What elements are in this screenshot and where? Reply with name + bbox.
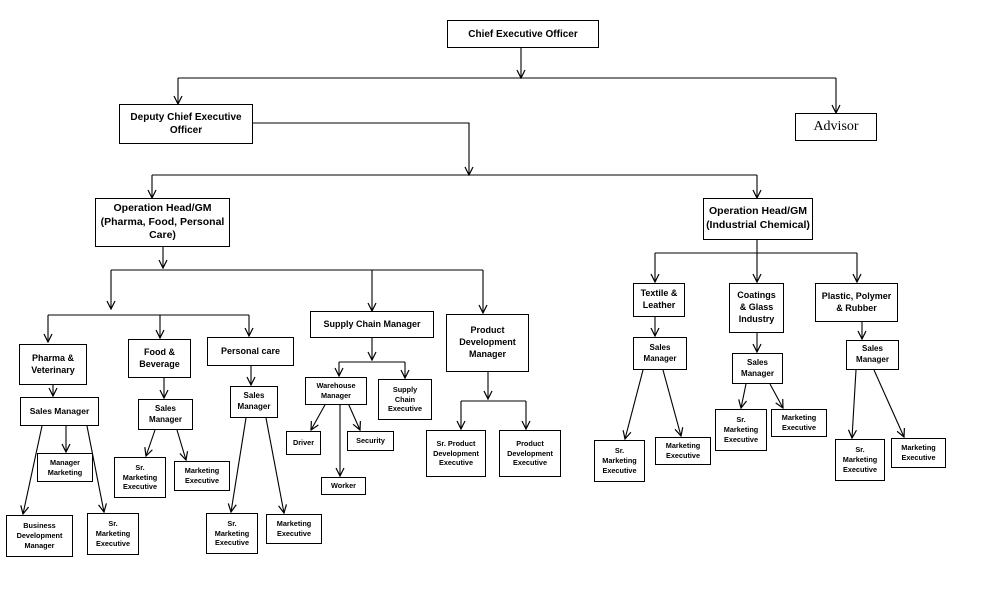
textile-sales-manager-box: Sales Manager — [633, 337, 687, 370]
food-sales-manager-box: Sales Manager — [138, 399, 193, 430]
textile-leather-box: Textile & Leather — [633, 283, 685, 317]
plastic-sales-manager-box: Sales Manager — [846, 340, 899, 370]
coatings-sales-manager-label: Sales Manager — [741, 357, 774, 378]
deputy-ceo-label: Deputy Chief Executive Officer — [130, 112, 242, 136]
driver-box: Driver — [286, 431, 321, 455]
plastic-sr-marketing-executive-box: Sr. Marketing Executive — [835, 439, 885, 481]
supply-chain-executive-box: Supply Chain Executive — [378, 379, 432, 420]
advisor-label: Advisor — [813, 118, 859, 134]
plastic-polymer-rubber-label: Plastic, Polymer & Rubber — [821, 290, 892, 313]
food-srme-label: Sr. Marketing Executive — [122, 462, 158, 492]
advisor-box: Advisor — [795, 113, 877, 141]
textile-sales-manager-label: Sales Manager — [643, 342, 677, 363]
coatings-me-label: Marketing Executive — [781, 413, 817, 432]
driver-label: Driver — [292, 438, 315, 448]
plastic-srme-label: Sr. Marketing Executive — [842, 445, 878, 474]
pharma-manager-marketing-box: Manager Marketing — [37, 453, 93, 482]
pc-sales-manager-label: Sales Manager — [237, 391, 271, 411]
textile-leather-label: Textile & Leather — [640, 288, 678, 310]
pharma-veterinary-box: Pharma & Veterinary — [19, 344, 87, 385]
personal-care-box: Personal care — [207, 337, 294, 366]
coatings-sales-manager-box: Sales Manager — [732, 353, 783, 384]
coatings-marketing-executive-box: Marketing Executive — [771, 409, 827, 437]
ceo-label: Chief Executive Officer — [468, 28, 578, 40]
food-beverage-box: Food & Beverage — [128, 339, 191, 378]
warehouse-manager-label: Warehouse Manager — [316, 381, 356, 400]
food-beverage-label: Food & Beverage — [139, 346, 180, 369]
plastic-me-label: Marketing Executive — [901, 443, 936, 462]
textile-srme-label: Sr. Marketing Executive — [602, 446, 637, 475]
personal-care-label: Personal care — [220, 345, 281, 356]
supply-chain-executive-label: Supply Chain Executive — [387, 384, 423, 414]
coatings-sr-marketing-executive-box: Sr. Marketing Executive — [715, 409, 767, 451]
operation-head-pfp-label: Operation Head/GM (Pharma, Food, Persona… — [100, 202, 225, 242]
deputy-ceo-box: Deputy Chief Executive Officer — [119, 104, 253, 144]
pc-sales-manager-box: Sales Manager — [230, 386, 278, 418]
coatings-glass-industry-box: Coatings & Glass Industry — [729, 283, 784, 333]
worker-label: Worker — [330, 481, 356, 491]
coatings-srme-label: Sr. Marketing Executive — [723, 415, 759, 444]
plastic-sales-manager-label: Sales Manager — [856, 344, 889, 364]
pharma-bdm-label: Business Development Manager — [16, 521, 63, 550]
plastic-marketing-executive-box: Marketing Executive — [891, 438, 946, 468]
worker-box: Worker — [321, 477, 366, 495]
warehouse-manager-box: Warehouse Manager — [305, 377, 367, 405]
textile-me-label: Marketing Executive — [665, 441, 701, 460]
security-label: Security — [356, 436, 385, 446]
supply-chain-manager-label: Supply Chain Manager — [323, 318, 421, 329]
coatings-glass-industry-label: Coatings & Glass Industry — [737, 290, 776, 324]
pharma-sales-manager-label: Sales Manager — [29, 405, 90, 416]
pc-me-label: Marketing Executive — [276, 519, 312, 538]
textile-marketing-executive-box: Marketing Executive — [655, 437, 711, 465]
ceo-box: Chief Executive Officer — [447, 20, 599, 48]
sr-product-development-executive-box: Sr. Product Development Executive — [426, 430, 486, 477]
pharma-sr-marketing-executive-box: Sr. Marketing Executive — [87, 513, 139, 555]
pharma-sales-manager-box: Sales Manager — [20, 397, 99, 426]
pharma-manager-marketing-label: Manager Marketing — [47, 457, 83, 477]
operation-head-pharma-food-personal-box: Operation Head/GM (Pharma, Food, Persona… — [95, 198, 230, 247]
food-me-label: Marketing Executive — [184, 466, 220, 485]
supply-chain-manager-box: Supply Chain Manager — [310, 311, 434, 338]
product-development-manager-label: Product Development Manager — [459, 325, 516, 359]
operation-head-industrial-label: Operation Head/GM (Industrial Chemical) — [706, 205, 810, 231]
food-sr-marketing-executive-box: Sr. Marketing Executive — [114, 457, 166, 498]
pc-marketing-executive-box: Marketing Executive — [266, 514, 322, 544]
food-sales-manager-label: Sales Manager — [149, 403, 182, 424]
sr-pde-label: Sr. Product Development Executive — [433, 438, 479, 468]
pharma-srme-label: Sr. Marketing Executive — [95, 519, 131, 548]
pde-label: Product Development Executive — [507, 438, 553, 468]
product-development-manager-box: Product Development Manager — [446, 314, 529, 372]
food-marketing-executive-box: Marketing Executive — [174, 461, 230, 491]
pharma-veterinary-label: Pharma & Veterinary — [31, 352, 75, 375]
pharma-business-development-manager-box: Business Development Manager — [6, 515, 73, 557]
plastic-polymer-rubber-box: Plastic, Polymer & Rubber — [815, 283, 898, 322]
security-box: Security — [347, 431, 394, 451]
pc-sr-marketing-executive-box: Sr. Marketing Executive — [206, 513, 258, 554]
operation-head-industrial-box: Operation Head/GM (Industrial Chemical) — [703, 198, 813, 240]
textile-sr-marketing-executive-box: Sr. Marketing Executive — [594, 440, 645, 482]
pc-srme-label: Sr. Marketing Executive — [214, 518, 250, 548]
product-development-executive-box: Product Development Executive — [499, 430, 561, 477]
